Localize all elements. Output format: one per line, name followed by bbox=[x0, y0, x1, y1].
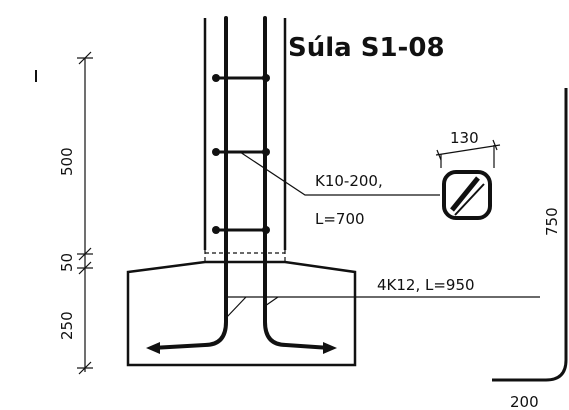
main-bars bbox=[150, 16, 332, 350]
stirrup-length-label: L=700 bbox=[315, 210, 365, 228]
stirrups bbox=[214, 76, 268, 232]
bar-dots bbox=[212, 74, 270, 234]
bar-leader bbox=[225, 296, 540, 319]
footing-outline bbox=[126, 260, 357, 367]
column-base-joint bbox=[204, 250, 286, 262]
stirrup-leader bbox=[239, 151, 440, 196]
section-dimension bbox=[435, 139, 501, 168]
drawing-title: Súla S1-08 bbox=[288, 33, 445, 63]
column-dimension-label: 500 bbox=[58, 147, 76, 176]
bar-end-arrows bbox=[146, 342, 337, 354]
bent-bar-diagram bbox=[492, 88, 568, 382]
stirrup-section bbox=[442, 170, 492, 220]
main-bars-label: 4K12, L=950 bbox=[377, 276, 475, 294]
section-width-label: 130 bbox=[450, 129, 479, 147]
column-outline bbox=[203, 18, 287, 250]
footing-dimension-label: 250 bbox=[58, 311, 76, 340]
bar-hook-label: 200 bbox=[510, 393, 539, 410]
stirrup-spec-label: K10-200, bbox=[315, 172, 383, 190]
left-dimension-chain bbox=[77, 51, 93, 375]
bar-height-label: 750 bbox=[543, 207, 561, 236]
gap-dimension-label: 50 bbox=[58, 253, 76, 272]
